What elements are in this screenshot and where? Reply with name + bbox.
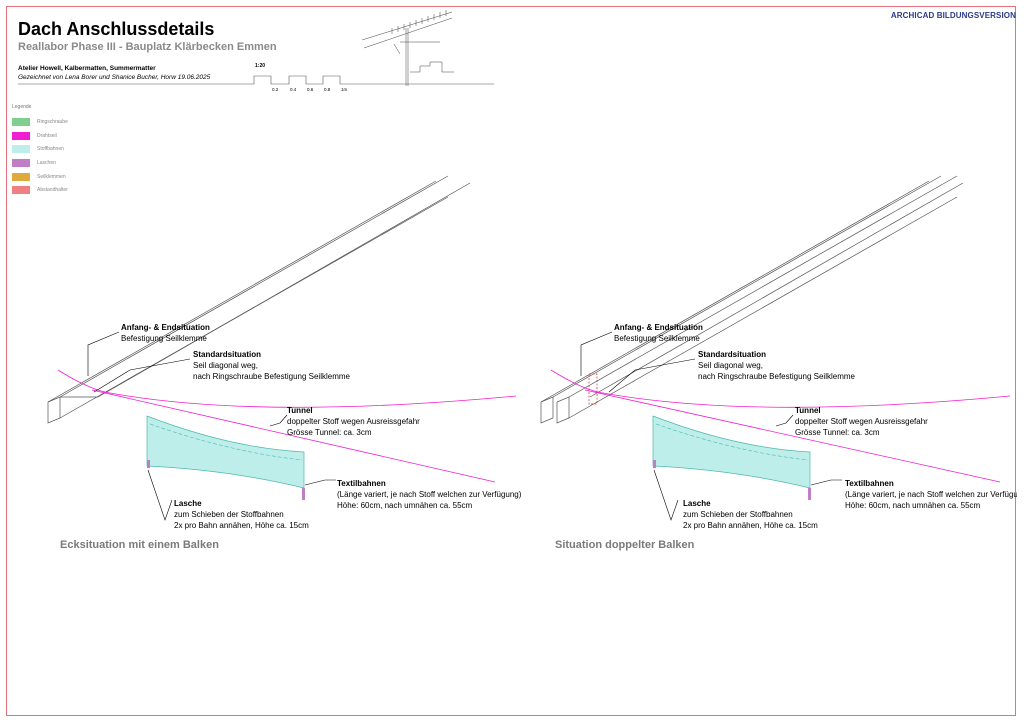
beam-right: [540, 175, 964, 424]
scale-tick: 1m: [341, 87, 348, 92]
scale-tick: 0.6: [307, 87, 314, 92]
textil-label-right: Textilbahnen (Länge variert, je nach Sto…: [845, 478, 1017, 511]
anfang-label-right: Anfang- & Endsituation Befestigung Seilk…: [614, 322, 703, 344]
textil-line1: (Länge variert, je nach Stoff welchen zu…: [845, 490, 1017, 499]
lasche-label-right: Lasche zum Schieben der Stoffbahnen 2x p…: [683, 498, 818, 531]
tunnel-title: Tunnel: [287, 406, 313, 415]
page-title: Dach Anschlussdetails: [18, 19, 215, 39]
roof-thumbnail: [361, 10, 454, 86]
lasche-line1: zum Schieben der Stoffbahnen: [683, 510, 793, 519]
legend-item-ringschraube: Ringschraube: [12, 117, 68, 126]
tunnel-label-left: Tunnel doppelter Stoff wegen Ausreissgef…: [287, 405, 420, 438]
header-rule: [18, 75, 494, 85]
caption-right: Situation doppelter Balken: [555, 539, 695, 551]
tunnel-line1: doppelter Stoff wegen Ausreissgefahr: [287, 417, 420, 426]
lasche-line2: 2x pro Bahn annähen, Höhe ca. 15cm: [174, 521, 309, 530]
legend-swatch: [12, 144, 30, 153]
textil-line2: Höhe: 60cm, nach umnähen ca. 55cm: [337, 501, 473, 510]
textil-line2: Höhe: 60cm, nach umnähen ca. 55cm: [845, 501, 981, 510]
lasche-line2: 2x pro Bahn annähen, Höhe ca. 15cm: [683, 521, 818, 530]
leader-lines-right: [580, 331, 842, 521]
cable-right: [550, 369, 1011, 483]
legend-item-stoffbahnen: Stoffbahnen: [12, 144, 64, 153]
anfang-label-left: Anfang- & Endsituation Befestigung Seilk…: [121, 322, 210, 344]
tunnel-line2: Grösse Tunnel: ca. 3cm: [287, 428, 372, 437]
standard-line2: nach Ringschraube Befestigung Seilklemme: [193, 372, 350, 381]
page-subtitle: Reallabor Phase III - Bauplatz Klärbecke…: [18, 41, 277, 53]
legend-swatch: [12, 117, 30, 126]
legend-label: Ringschraube: [37, 118, 68, 125]
standard-line1: Seil diagonal weg,: [698, 361, 763, 370]
drawn-by: Gezeichnet von Lena Borer und Shanice Bu…: [18, 74, 211, 81]
scale-tick: 0.8: [324, 87, 331, 92]
legend-swatch: [12, 185, 30, 194]
anfang-text: Befestigung Seilklemme: [121, 334, 207, 343]
tunnel-line1: doppelter Stoff wegen Ausreissgefahr: [795, 417, 928, 426]
tunnel-label-right: Tunnel doppelter Stoff wegen Ausreissgef…: [795, 405, 928, 438]
legend-item-drahtseil: Drahtseil: [12, 131, 57, 140]
legend-item-laschen: Laschen: [12, 158, 56, 167]
legend-label: Laschen: [37, 159, 56, 166]
scale-label: 1:20: [255, 63, 266, 69]
legend-item-seilklemmen: Seilklemmen: [12, 172, 66, 181]
lasche-label-left: Lasche zum Schieben der Stoffbahnen 2x p…: [174, 498, 309, 531]
standard-line2: nach Ringschraube Befestigung Seilklemme: [698, 372, 855, 381]
standard-line1: Seil diagonal weg,: [193, 361, 258, 370]
watermark: ARCHICAD BILDUNGSVERSION: [890, 11, 1016, 20]
lasche-title: Lasche: [683, 499, 711, 508]
lasche-line1: zum Schieben der Stoffbahnen: [174, 510, 284, 519]
standard-label-left: Standardsituation Seil diagonal weg, nac…: [193, 349, 350, 382]
caption-left: Ecksituation mit einem Balken: [60, 539, 219, 551]
lasche-title: Lasche: [174, 499, 202, 508]
anfang-text: Befestigung Seilklemme: [614, 334, 700, 343]
scale-tick: 0.2: [272, 87, 279, 92]
textil-line1: (Länge variert, je nach Stoff welchen zu…: [337, 490, 522, 499]
legend-label: Drahtseil: [37, 132, 57, 139]
legend-swatch: [12, 158, 30, 167]
beam-left: [47, 175, 471, 424]
anfang-title: Anfang- & Endsituation: [614, 323, 703, 332]
legend-label: Abstandhalter: [37, 186, 68, 193]
leader-lines-left: [87, 331, 336, 521]
spacer-right: [588, 373, 598, 405]
tunnel-title: Tunnel: [795, 406, 821, 415]
office-name: Atelier Howell, Kalbermatten, Summermatt…: [18, 65, 156, 72]
fabric-left: [146, 415, 305, 500]
textil-title: Textilbahnen: [337, 479, 386, 488]
cable-left: [57, 369, 517, 483]
tunnel-line2: Grösse Tunnel: ca. 3cm: [795, 428, 880, 437]
legend-swatch: [12, 172, 30, 181]
standard-title: Standardsituation: [698, 350, 767, 359]
standard-label-right: Standardsituation Seil diagonal weg, nac…: [698, 349, 855, 382]
anfang-title: Anfang- & Endsituation: [121, 323, 210, 332]
legend-item-abstandhalter: Abstandhalter: [12, 185, 68, 194]
legend-label: Seilklemmen: [37, 173, 66, 180]
standard-title: Standardsituation: [193, 350, 262, 359]
legend-title: Legende: [12, 104, 32, 110]
fabric-right: [652, 415, 811, 500]
textil-title: Textilbahnen: [845, 479, 894, 488]
textil-label-left: Textilbahnen (Länge variert, je nach Sto…: [337, 478, 521, 511]
scale-tick: 0.4: [290, 87, 297, 92]
sheet-frame: [6, 6, 1016, 716]
legend-label: Stoffbahnen: [37, 145, 64, 152]
legend-swatch: [12, 131, 30, 140]
